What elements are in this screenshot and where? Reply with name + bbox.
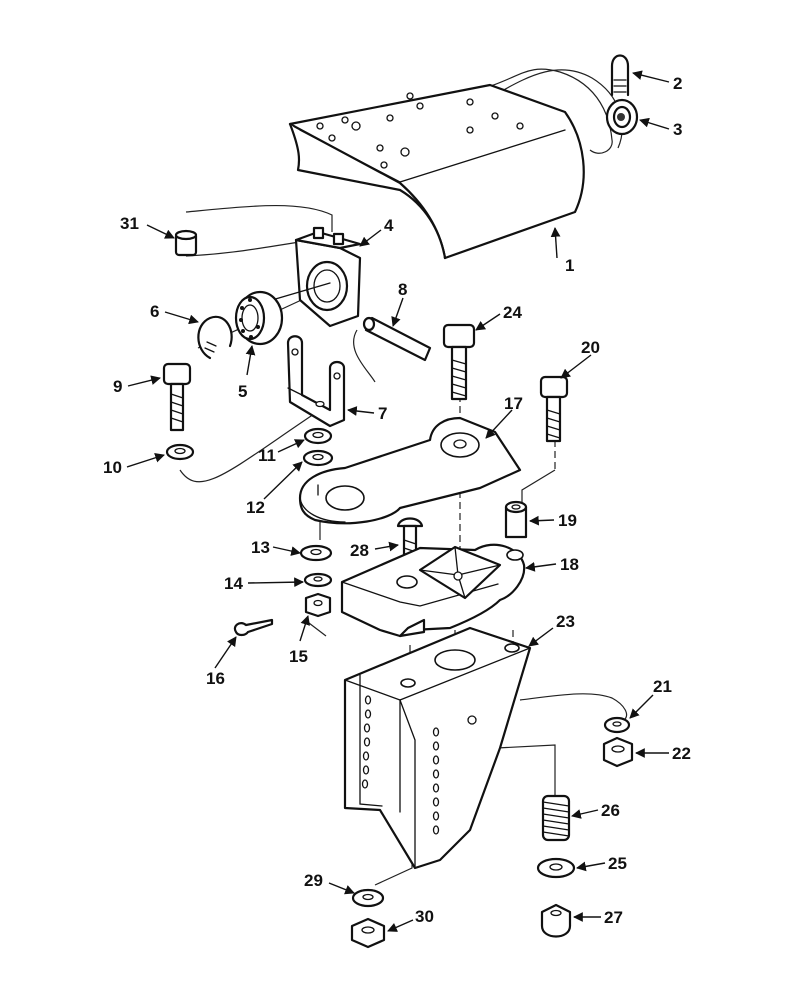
callout-4: 4 bbox=[384, 216, 394, 235]
callout-31: 31 bbox=[120, 214, 139, 233]
part-11-washer bbox=[303, 427, 333, 445]
callout-30: 30 bbox=[415, 907, 434, 926]
part-10-washer bbox=[165, 443, 195, 461]
callout-22: 22 bbox=[672, 744, 691, 763]
part-9-bolt bbox=[162, 362, 192, 432]
part-26-spring bbox=[541, 794, 571, 842]
callout-6: 6 bbox=[150, 302, 159, 321]
part-20-bolt bbox=[539, 375, 569, 443]
part-23-mounting-bracket bbox=[343, 626, 532, 870]
part-25-washer bbox=[536, 857, 576, 879]
callout-18: 18 bbox=[560, 555, 579, 574]
part-21-lock-washer bbox=[603, 716, 631, 734]
callout-12: 12 bbox=[246, 498, 265, 517]
callout-1: 1 bbox=[565, 256, 574, 275]
callout-15: 15 bbox=[289, 647, 308, 666]
callout-2: 2 bbox=[673, 74, 682, 93]
callout-leaders bbox=[126, 70, 670, 932]
callout-27: 27 bbox=[604, 908, 623, 927]
part-16-cotter-pin bbox=[233, 618, 274, 637]
part-24-bolt bbox=[442, 323, 476, 401]
part-4-bearing-block bbox=[254, 226, 362, 328]
callout-14: 14 bbox=[224, 574, 243, 593]
part-15-castle-nut bbox=[304, 592, 332, 618]
callout-23: 23 bbox=[556, 612, 575, 631]
callout-28: 28 bbox=[350, 541, 369, 560]
part-7-clevis-bracket bbox=[286, 335, 346, 428]
callout-8: 8 bbox=[398, 280, 407, 299]
callout-19: 19 bbox=[558, 511, 577, 530]
part-19-spacer bbox=[504, 500, 528, 539]
part-27-acorn-nut bbox=[540, 903, 572, 938]
part-2-u-bolt bbox=[610, 54, 630, 97]
callout-11: 11 bbox=[258, 446, 276, 465]
part-6-snap-ring bbox=[197, 315, 233, 360]
part-18-pivot-base bbox=[340, 543, 526, 638]
part-30-hex-nut bbox=[350, 917, 386, 949]
part-12-washer bbox=[302, 449, 334, 467]
bracket-hole-row-right bbox=[432, 727, 440, 835]
part-22-hex-nut bbox=[602, 736, 634, 768]
part-13-washer bbox=[299, 544, 333, 562]
part-3-pulley bbox=[605, 98, 639, 136]
callout-21: 21 bbox=[653, 677, 672, 696]
part-1-cover-plate bbox=[288, 83, 585, 260]
callout-3: 3 bbox=[673, 120, 682, 139]
callout-24: 24 bbox=[503, 303, 522, 322]
part-5-ball-bearing bbox=[234, 290, 284, 346]
callout-29: 29 bbox=[304, 871, 323, 890]
callout-9: 9 bbox=[113, 377, 122, 396]
callout-20: 20 bbox=[581, 338, 600, 357]
part-17-arm bbox=[298, 416, 522, 525]
callout-5: 5 bbox=[238, 382, 247, 401]
callout-26: 26 bbox=[601, 801, 620, 820]
part-31-bushing bbox=[174, 229, 198, 257]
callout-7: 7 bbox=[378, 404, 387, 423]
callout-10: 10 bbox=[103, 458, 122, 477]
callout-17: 17 bbox=[504, 394, 523, 413]
callout-13: 13 bbox=[251, 538, 270, 557]
part-8-pin bbox=[362, 316, 432, 362]
bracket-hole-row-left bbox=[361, 695, 372, 789]
part-29-washer bbox=[351, 888, 385, 908]
callout-labels: 1 2 3 4 5 6 7 8 9 10 11 12 13 14 15 16 1… bbox=[103, 74, 691, 927]
callout-25: 25 bbox=[608, 854, 627, 873]
part-14-lock-washer bbox=[303, 572, 333, 588]
callout-16: 16 bbox=[206, 669, 225, 688]
